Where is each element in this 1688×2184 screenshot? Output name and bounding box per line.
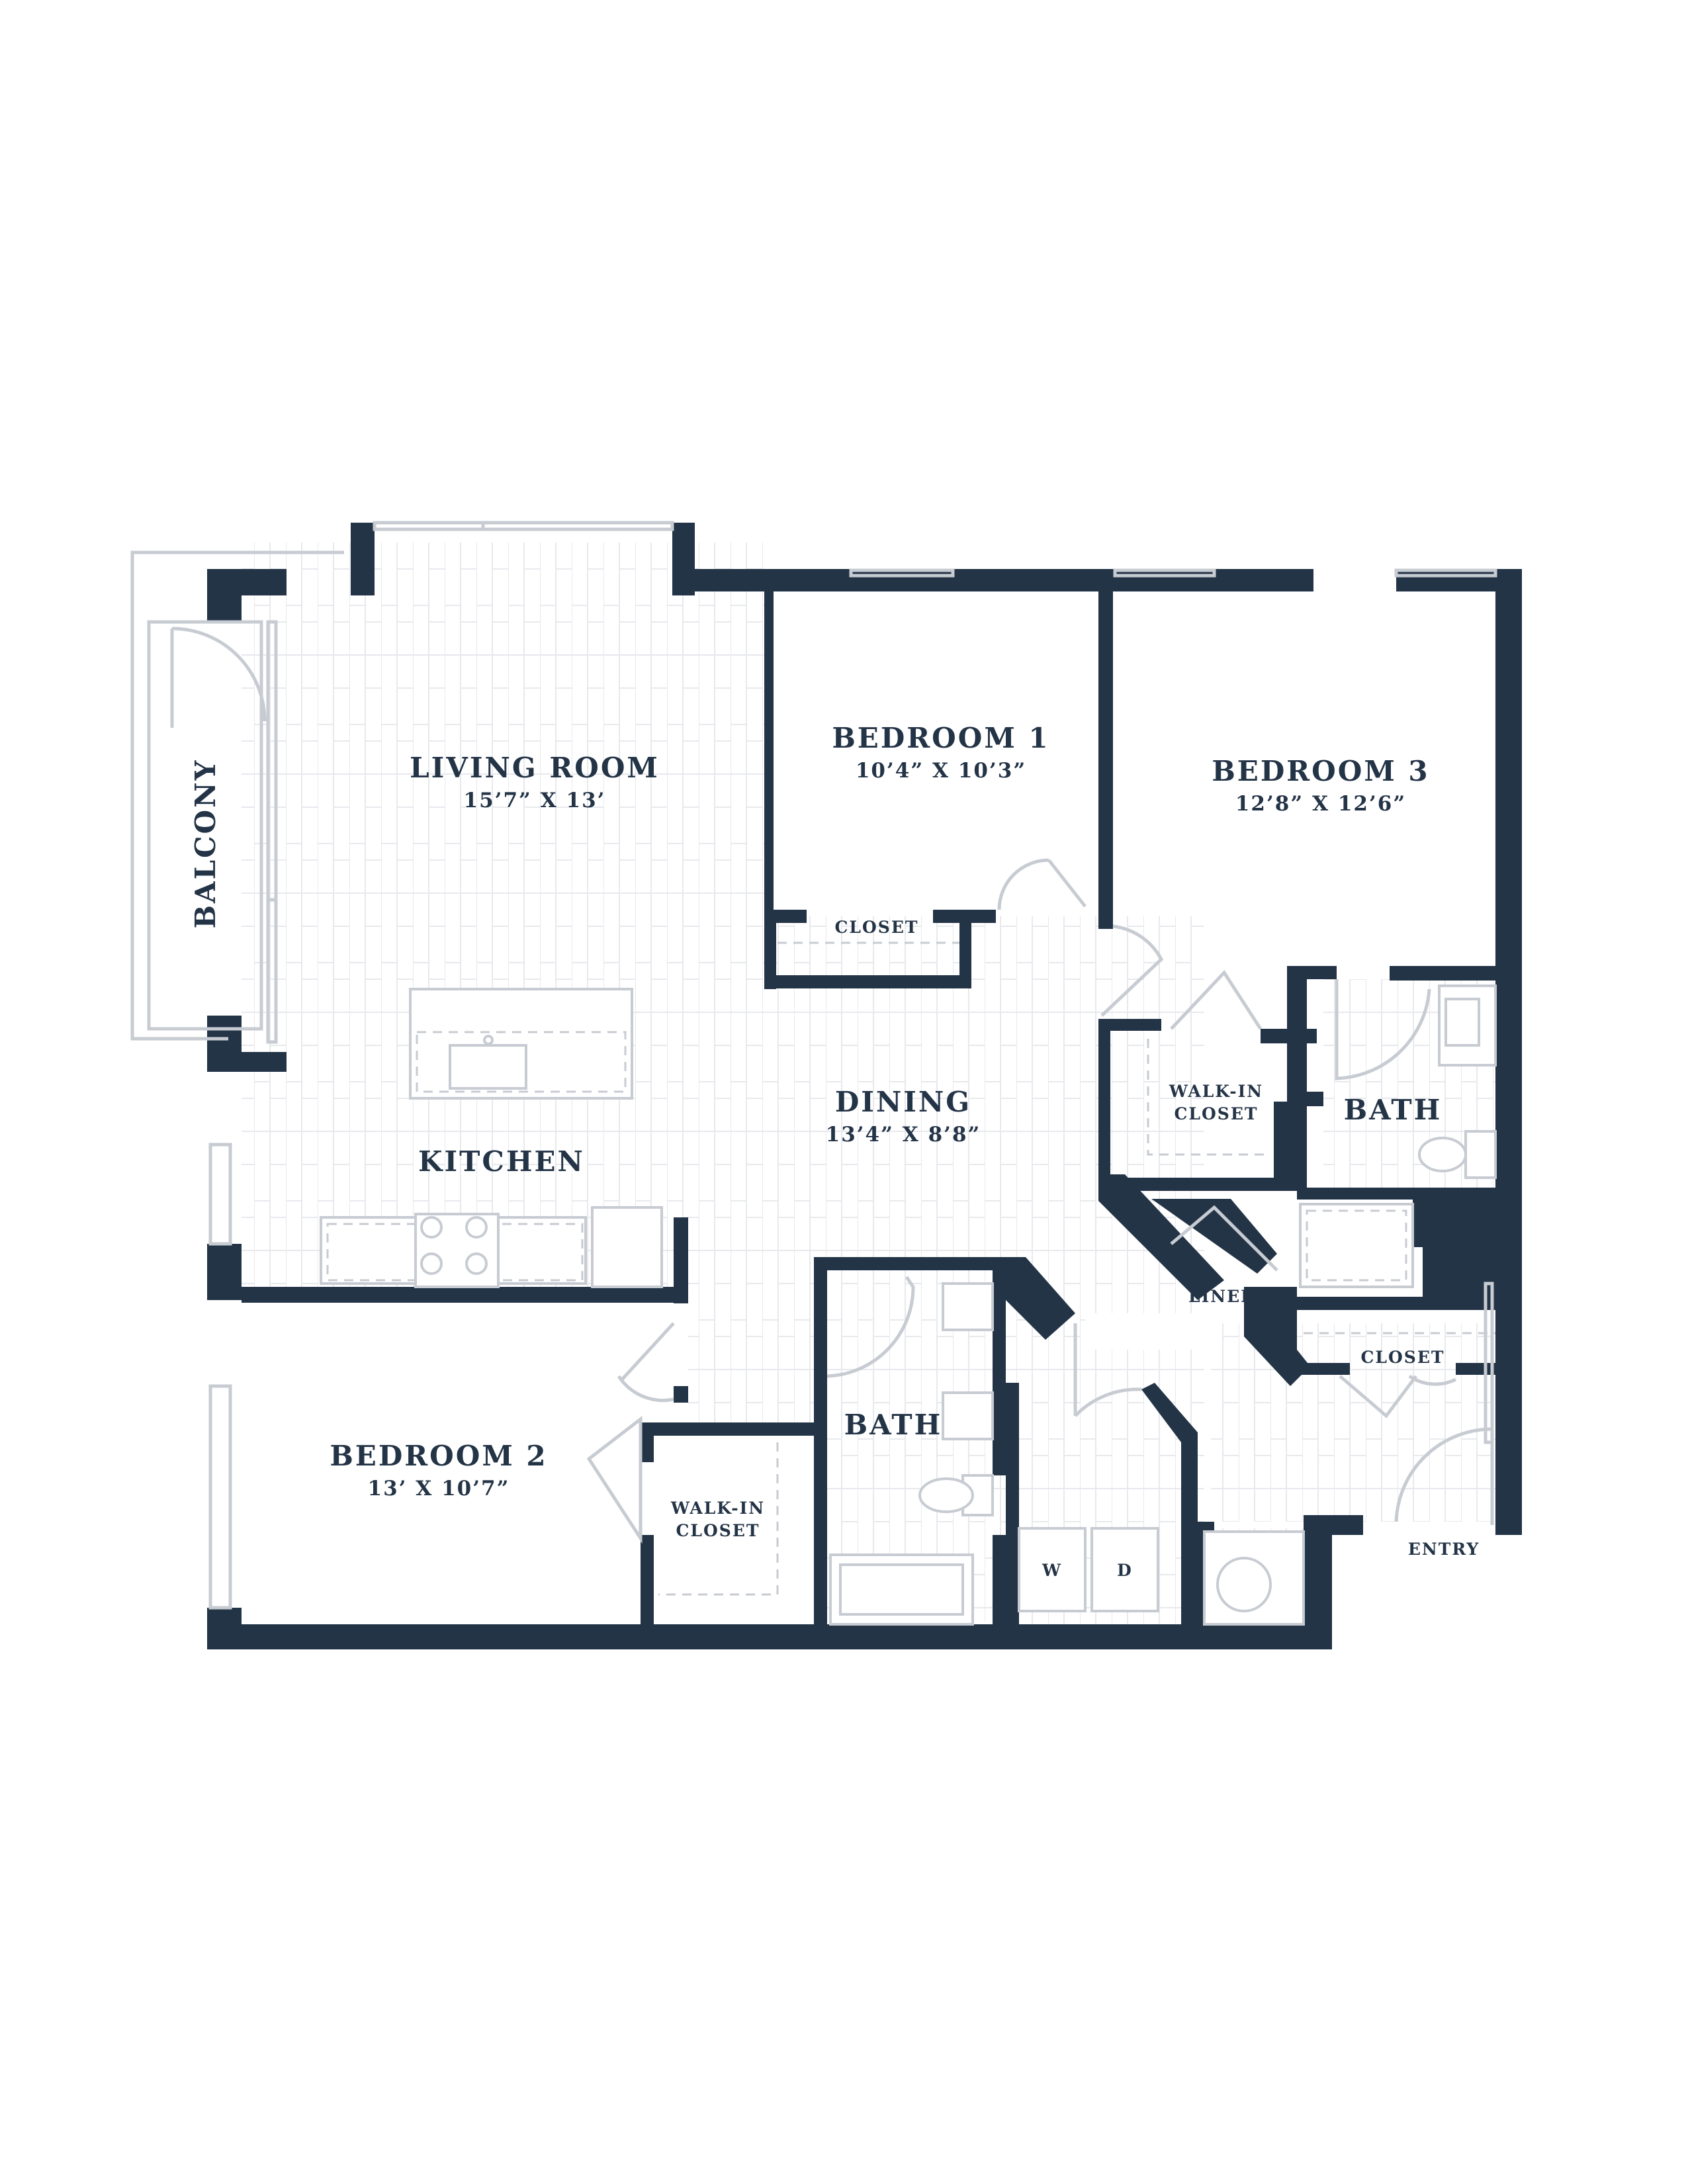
bedroom-3-dims: 12’8” X 12’6” bbox=[1235, 792, 1406, 816]
bedroom-1-closet-detail bbox=[777, 858, 1087, 944]
balcony bbox=[130, 550, 344, 1041]
entry-name: ENTRY bbox=[1408, 1540, 1480, 1559]
master-bath-name: BATH bbox=[1344, 1094, 1443, 1126]
entry-closet-name: CLOSET bbox=[1361, 1348, 1445, 1367]
linen-name: LINEN bbox=[1188, 1287, 1257, 1306]
dryer-label: D bbox=[1117, 1561, 1133, 1580]
hall-bath-name: BATH bbox=[844, 1409, 943, 1441]
balcony-name: BALCONY bbox=[189, 758, 222, 928]
bedroom-2-walkin-line2: CLOSET bbox=[676, 1521, 760, 1540]
dining-dims: 13’4” X 8’8” bbox=[826, 1123, 981, 1147]
bedroom-3-walkin-line2: CLOSET bbox=[1175, 1104, 1259, 1123]
bedroom-1-closet-name: CLOSET bbox=[835, 918, 919, 937]
bedroom-1-name: BEDROOM 1 bbox=[832, 722, 1049, 754]
hall-doors bbox=[1073, 1205, 1278, 1417]
bedroom-1-dims: 10’4” X 10’3” bbox=[856, 759, 1026, 783]
entry-closet-detail bbox=[1304, 1332, 1495, 1419]
bedroom-2-walkin-line1: WALK-IN bbox=[670, 1499, 765, 1518]
bedroom-3-closet-detail bbox=[1100, 924, 1270, 1156]
kitchen-fixtures bbox=[320, 988, 663, 1288]
entry-door-swing bbox=[1394, 1427, 1494, 1525]
bedroom-2-dims: 13’ X 10’7” bbox=[368, 1477, 510, 1501]
bedroom-2-name: BEDROOM 2 bbox=[330, 1440, 547, 1472]
living-room-name: LIVING ROOM bbox=[410, 752, 660, 784]
washer-label: W bbox=[1042, 1561, 1062, 1580]
windows bbox=[208, 521, 1497, 1610]
dining-name: DINING bbox=[835, 1086, 971, 1118]
master-bath-fixtures bbox=[1299, 979, 1497, 1288]
laundry-fixtures bbox=[1018, 1527, 1305, 1626]
bedroom-2-doors bbox=[586, 1322, 779, 1596]
bedroom-3-name: BEDROOM 3 bbox=[1212, 755, 1429, 787]
bedroom-3-walkin-line1: WALK-IN bbox=[1169, 1082, 1263, 1101]
room-labels: LIVING ROOM 15’7” X 13’ BEDROOM 1 10’4” … bbox=[189, 722, 1480, 1580]
living-room-dims: 15’7” X 13’ bbox=[464, 789, 606, 812]
hall-bath-fixtures bbox=[826, 1276, 994, 1626]
walls bbox=[207, 523, 1522, 1649]
kitchen-name: KITCHEN bbox=[418, 1145, 585, 1178]
